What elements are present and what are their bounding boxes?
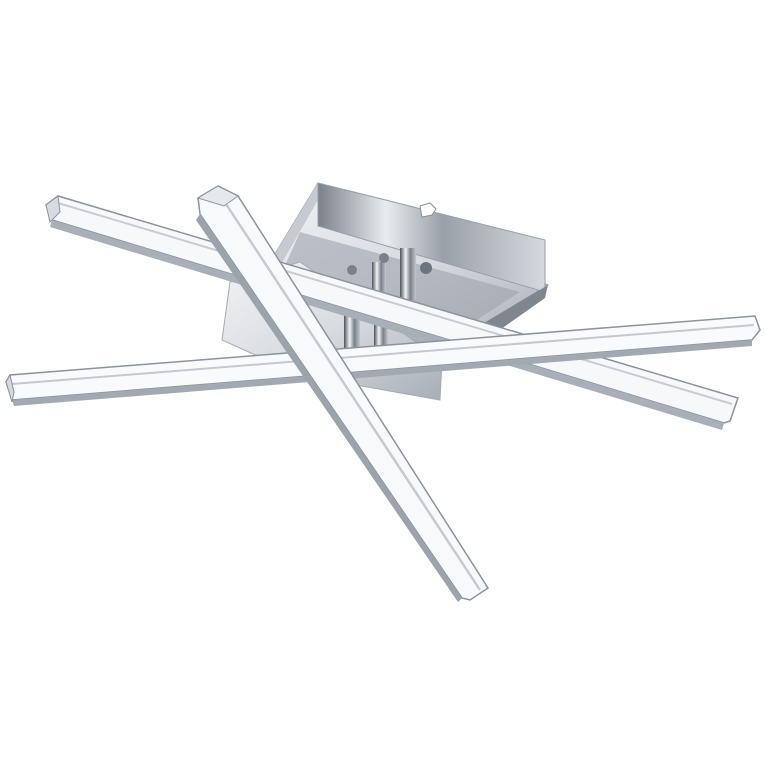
light-arm-2 [5,315,761,406]
light-arm-3 [196,185,490,602]
